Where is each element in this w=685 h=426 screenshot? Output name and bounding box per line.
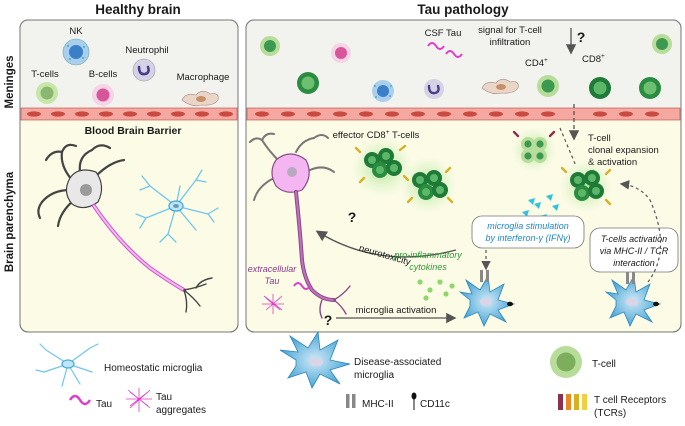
effector-cd8-cluster-1: [354, 144, 410, 184]
extracellular-label-2: Tau: [265, 276, 280, 286]
macrophage-healthy: [181, 90, 219, 107]
legend-tcell-icon: [550, 346, 582, 378]
activation-box: T-cells activation via MHC-II / TCR inte…: [589, 227, 679, 273]
dam-microglia-2: [604, 272, 662, 327]
tau-icon-csf-2: [445, 50, 463, 58]
activation-question: ?: [324, 312, 333, 328]
clonal-glow-1: [512, 128, 556, 172]
legend-tcell-label: T-cell: [592, 359, 616, 370]
nk-cell-men: [372, 80, 394, 102]
legend-homeostatic-microglia-icon: [35, 343, 99, 387]
homeostatic-microglia-healthy: [135, 169, 219, 243]
bbb-label: Blood Brain Barrier: [85, 125, 182, 137]
activation-arrow: [619, 180, 662, 283]
cytokines-label-1: pro-inflammatory: [393, 250, 462, 260]
cytokine-dots: [417, 279, 455, 301]
legend-aggregates-label-2: aggregates: [156, 405, 206, 416]
activation-label-2: via MHC-II / TCR: [600, 246, 669, 256]
legend-dam-label-2: microglia: [354, 370, 394, 381]
neutrophil-label: Neutrophil: [125, 45, 168, 56]
neurotoxicity-question: ?: [348, 209, 357, 225]
nk-label: NK: [69, 26, 83, 37]
legend-mhc-label: MHC-II: [362, 399, 394, 410]
clonal-cluster-2: [560, 166, 612, 206]
stimulation-box: microglia stimulation by interferon-γ (I…: [471, 215, 585, 249]
tau-aggregate-extracellular: [262, 294, 284, 314]
legend-cd11c-label: CD11c: [420, 399, 450, 410]
meninges-label: Meninges: [4, 55, 16, 108]
cd8-label: CD8+: [582, 53, 605, 65]
clonal-cluster-1: [512, 130, 556, 163]
neutrophil-men: [424, 79, 444, 99]
legend-tau-icon: [68, 394, 92, 406]
macrophage-label: Macrophage: [177, 72, 230, 83]
tau-icon-csf-1: [427, 42, 445, 50]
t-cell-men-1: [260, 36, 280, 56]
healthy-panel: [19, 19, 239, 333]
healthy-brain-title: Healthy brain: [95, 2, 181, 17]
t-cell-healthy: [36, 82, 58, 104]
cd4-label: CD4+: [525, 57, 548, 69]
clonal-glow-2: [560, 160, 612, 212]
tau-neuron: [249, 132, 351, 319]
cd4-t-cell-men: [537, 75, 559, 97]
csf-tau-label: CSF Tau: [425, 28, 462, 39]
signal-question: ?: [577, 29, 586, 45]
tcells-label: T-cells: [31, 69, 59, 80]
expansion-link: [559, 127, 577, 167]
legend-tau-aggregates-icon: [126, 388, 152, 412]
effector-cd8-cluster-2: [406, 166, 454, 204]
stimulation-label-2: by interferon-γ (IFNγ): [485, 233, 570, 243]
legend-tcr-icon: [558, 394, 587, 410]
legend-mhc-icon: [346, 394, 356, 408]
microglia-activation-label: microglia activation: [356, 305, 437, 316]
macrophage-men: [481, 78, 519, 95]
b-cell-healthy: [92, 84, 114, 106]
expansion-label-1: T-cell: [588, 133, 611, 144]
cytokines-label-2: cytokines: [409, 262, 447, 272]
activation-label-1: T-cells activation: [601, 234, 667, 244]
tau-pathology-title: Tau pathology: [417, 2, 509, 17]
t-cell-men-3: [652, 34, 672, 54]
b-cell-men-1: [331, 43, 351, 63]
signal-label-1: signal for T-cell: [478, 25, 542, 36]
dam-microglia-1: [458, 270, 516, 327]
tau-icon-extracellular: [293, 282, 311, 290]
t-cell-men-4: [639, 77, 661, 99]
legend-dam-icon: [279, 330, 351, 389]
neurotoxicity-arrow: [315, 230, 457, 258]
signal-label-2: infiltration: [490, 37, 531, 48]
t-cell-men-2: [297, 72, 319, 94]
tau-panel: [245, 19, 682, 333]
legend-tcr-label-1: T cell Receptors: [594, 395, 666, 406]
bbb-endothelium-tau: [246, 107, 681, 121]
expansion-label-3: & activation: [588, 157, 637, 168]
legend-homeostatic-label: Homeostatic microglia: [104, 363, 203, 374]
activation-label-3: interaction: [613, 258, 655, 268]
extracellular-label-1: extracellular: [248, 264, 298, 274]
nk-cell: [62, 38, 90, 66]
healthy-neuron: [37, 143, 213, 313]
legend-tcr-label-2: (TCRs): [594, 408, 626, 419]
legend-cd11c-icon: [411, 392, 417, 410]
legend-aggregates-label-1: Tau: [156, 392, 172, 403]
legend-tau-label: Tau: [96, 399, 112, 410]
effector-label: effector CD8+ T-cells: [333, 129, 420, 141]
bcells-label: B-cells: [89, 69, 118, 80]
bbb-endothelium-healthy: [20, 107, 238, 121]
stimulation-label-1: microglia stimulation: [487, 221, 569, 231]
legend-dam-label-1: Disease-associated: [354, 357, 441, 368]
brain-parenchyma-label: Brain parenchyma: [4, 171, 16, 272]
neutrophil-cell: [132, 58, 156, 82]
cd8-t-cell-men: [589, 77, 611, 99]
expansion-label-2: clonal expansion: [588, 145, 659, 156]
